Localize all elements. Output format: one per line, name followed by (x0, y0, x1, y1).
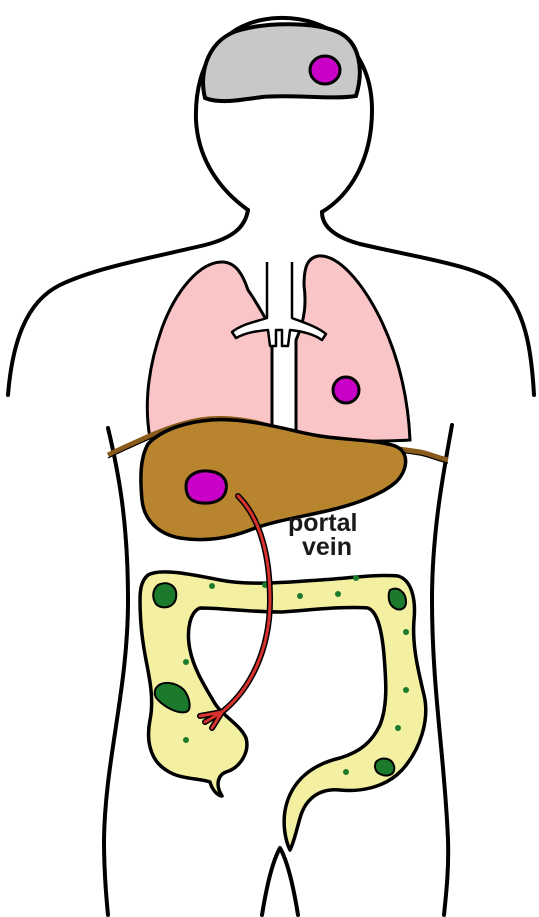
polyp-hepatic-flexure (389, 589, 406, 610)
brain-metastasis (310, 56, 340, 84)
colon (140, 572, 426, 850)
right-lung (296, 256, 410, 441)
polyp-descending (375, 759, 394, 776)
left-torso-outline (104, 428, 128, 915)
brain (203, 24, 360, 101)
left-lung (147, 262, 272, 440)
polyp-cecum (153, 583, 176, 607)
legs-split-outline (262, 848, 298, 915)
right-torso-outline (432, 425, 452, 915)
portal-label-line2: vein (302, 533, 352, 561)
liver-metastasis (186, 471, 226, 503)
lung-metastasis (333, 377, 359, 403)
lungs (147, 256, 410, 441)
